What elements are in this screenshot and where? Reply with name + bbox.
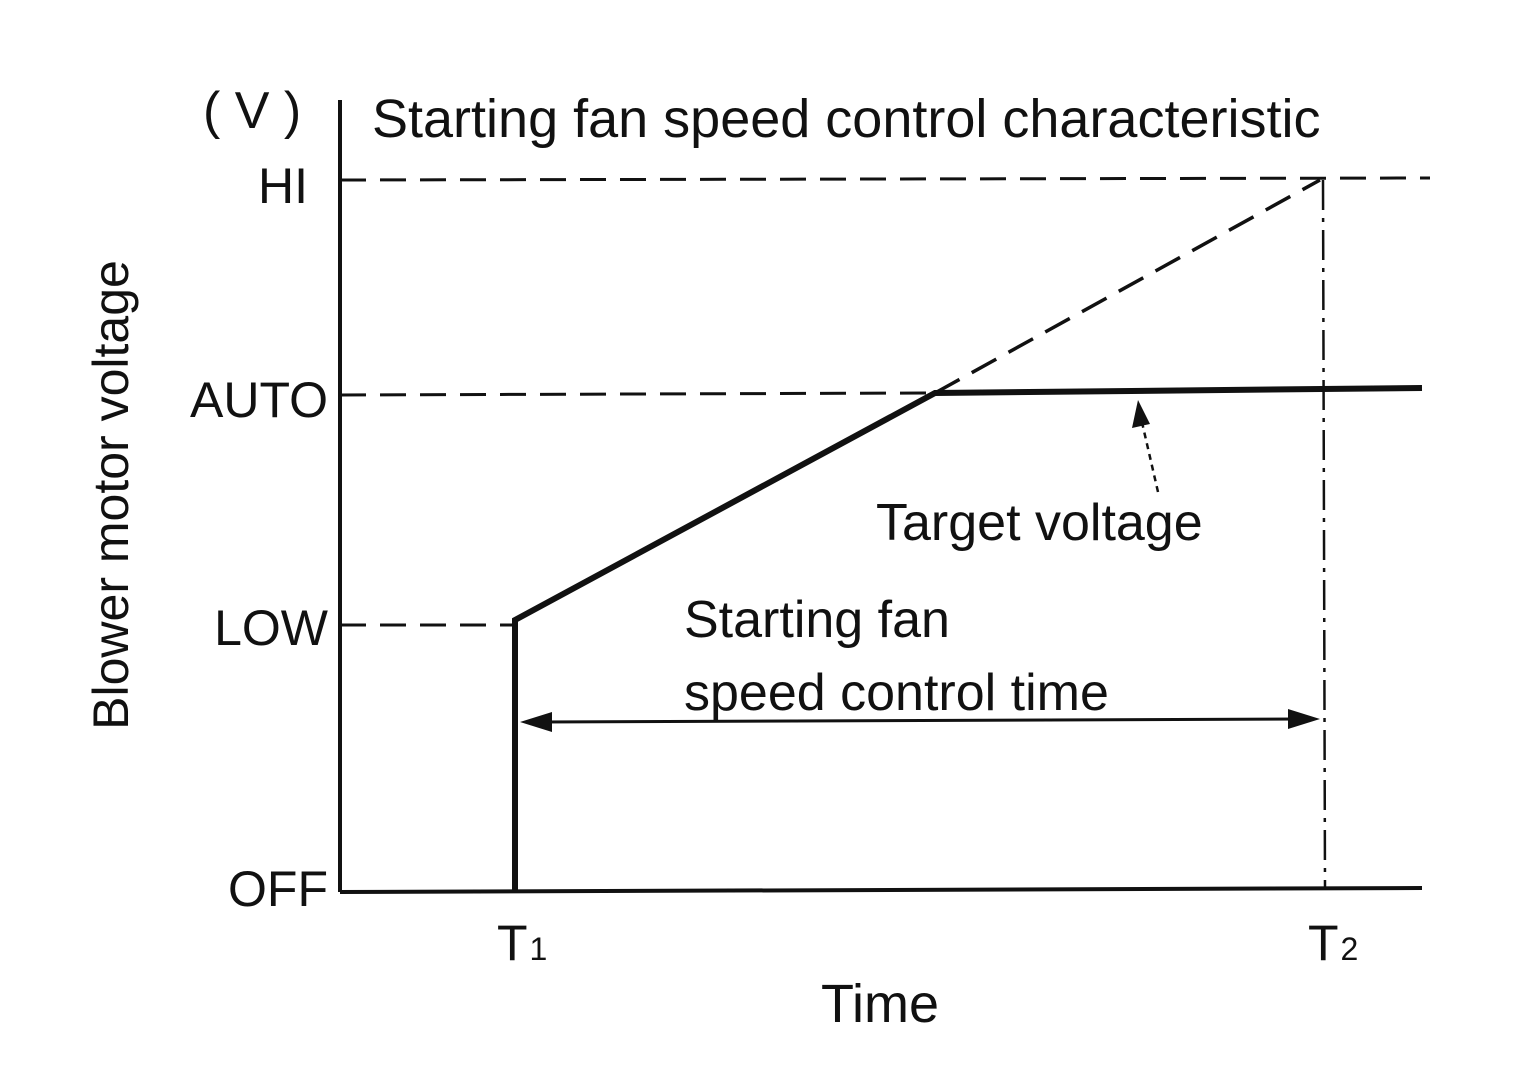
y-level-auto: AUTO [190,372,328,428]
unit-label: ( V ) [203,82,301,140]
x-tick-t2-main: T [1308,915,1339,971]
x-tick-t1-main: T [497,915,528,971]
target-pointer-head [1132,400,1150,428]
x-tick-t1-sub: 1 [530,931,548,967]
x-tick-t2-sub: 2 [1341,931,1359,967]
x-axis-title: Time [821,974,939,1034]
target-pointer-line [1139,417,1160,493]
y-level-off: OFF [228,861,328,917]
x-axis [339,886,1423,894]
t2-guide-line [1321,179,1327,889]
chart-title: Starting fan speed control characteristi… [372,89,1320,149]
interval-arrow-line [539,717,1301,724]
x-tick-t2: T2 [1308,915,1358,971]
interval-arrow-right-head [1288,709,1320,729]
y-axis-title: Blower motor voltage [83,260,139,730]
hi-guide-line [339,176,1431,182]
interval-label-line2: speed control time [684,664,1109,722]
x-tick-t1: T1 [497,915,547,971]
target-voltage-line [512,385,1423,892]
interval-arrow-left-head [520,712,552,732]
target-voltage-label: Target voltage [876,494,1203,552]
auto-guide-line [339,391,936,397]
y-level-hi: HI [258,158,308,214]
interval-label-line1: Starting fan [684,591,950,649]
y-level-low: LOW [214,600,329,656]
extrapolated-ramp-line [934,178,1321,395]
